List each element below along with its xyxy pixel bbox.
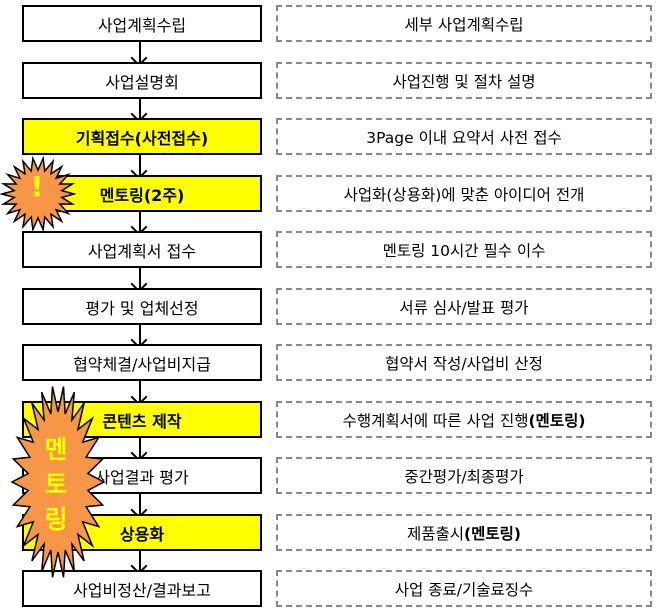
down-arrow-icon <box>139 42 141 62</box>
burst-char: 링 <box>44 505 68 534</box>
detail-text: 멘토링 10시간 필수 이수 <box>382 241 546 260</box>
detail-bold: (멘토링) <box>464 524 521 543</box>
detail-text: 사업진행 및 절차 설명 <box>392 72 536 91</box>
detail-text: 서류 심사/발표 평가 <box>399 298 529 317</box>
down-arrow-icon <box>139 551 141 570</box>
step-detail: 세부 사업계획수립 <box>276 5 652 42</box>
exclamation-burst-icon <box>0 156 76 232</box>
detail-text: 3Page 이내 요약서 사전 접수 <box>366 128 562 147</box>
mentoring-burst-icon <box>10 386 106 578</box>
step-box: 사업계획서 접수 <box>22 231 262 268</box>
exclamation-mark: ! <box>30 170 44 203</box>
mentoring-burst-label: 멘 토 링 <box>40 432 72 537</box>
down-arrow-icon <box>139 99 141 118</box>
step-detail: 멘토링 10시간 필수 이수 <box>276 231 652 268</box>
burst-char: 멘 <box>44 435 68 464</box>
step-box: 사업계획수립 <box>22 5 262 42</box>
down-arrow-icon <box>139 438 141 457</box>
detail-text: 제품출시 <box>407 524 465 543</box>
down-arrow-icon <box>139 325 141 344</box>
down-arrow-icon <box>139 212 141 231</box>
detail-text: 세부 사업계획수립 <box>404 15 524 34</box>
step-detail: 중간평가/최종평가 <box>276 457 652 494</box>
detail-text: 사업화(상용화)에 맞춘 아이디어 전개 <box>343 185 585 204</box>
step-box: 사업설명회 <box>22 62 262 99</box>
step-box: 기획접수(사전접수) <box>22 118 262 155</box>
detail-text: 수행계획서에 따른 사업 진행 <box>342 411 529 430</box>
down-arrow-icon <box>139 268 141 288</box>
detail-bold: (멘토링) <box>528 411 586 430</box>
step-detail: 사업화(상용화)에 맞춘 아이디어 전개 <box>276 175 652 212</box>
down-arrow-icon <box>139 155 141 175</box>
detail-text: 중간평가/최종평가 <box>404 467 524 486</box>
detail-text: 협약서 작성/사업비 산정 <box>385 354 543 373</box>
step-box: 협약체결/사업비지급 <box>22 344 262 381</box>
step-detail: 사업 종료/기술료징수 <box>276 570 652 607</box>
step-box: 평가 및 업체선정 <box>22 288 262 325</box>
step-detail: 서류 심사/발표 평가 <box>276 288 652 325</box>
step-box: 사업비정산/결과보고 <box>22 570 262 607</box>
step-detail: 3Page 이내 요약서 사전 접수 <box>276 118 652 155</box>
step-detail: 협약서 작성/사업비 산정 <box>276 344 652 381</box>
down-arrow-icon <box>139 494 141 514</box>
step-detail: 제품출시(멘토링) <box>276 514 652 551</box>
step-detail: 수행계획서에 따른 사업 진행(멘토링) <box>276 401 652 438</box>
burst-char: 토 <box>44 470 68 499</box>
step-detail: 사업진행 및 절차 설명 <box>276 62 652 99</box>
down-arrow-icon <box>139 381 141 401</box>
detail-text: 사업 종료/기술료징수 <box>394 580 534 599</box>
